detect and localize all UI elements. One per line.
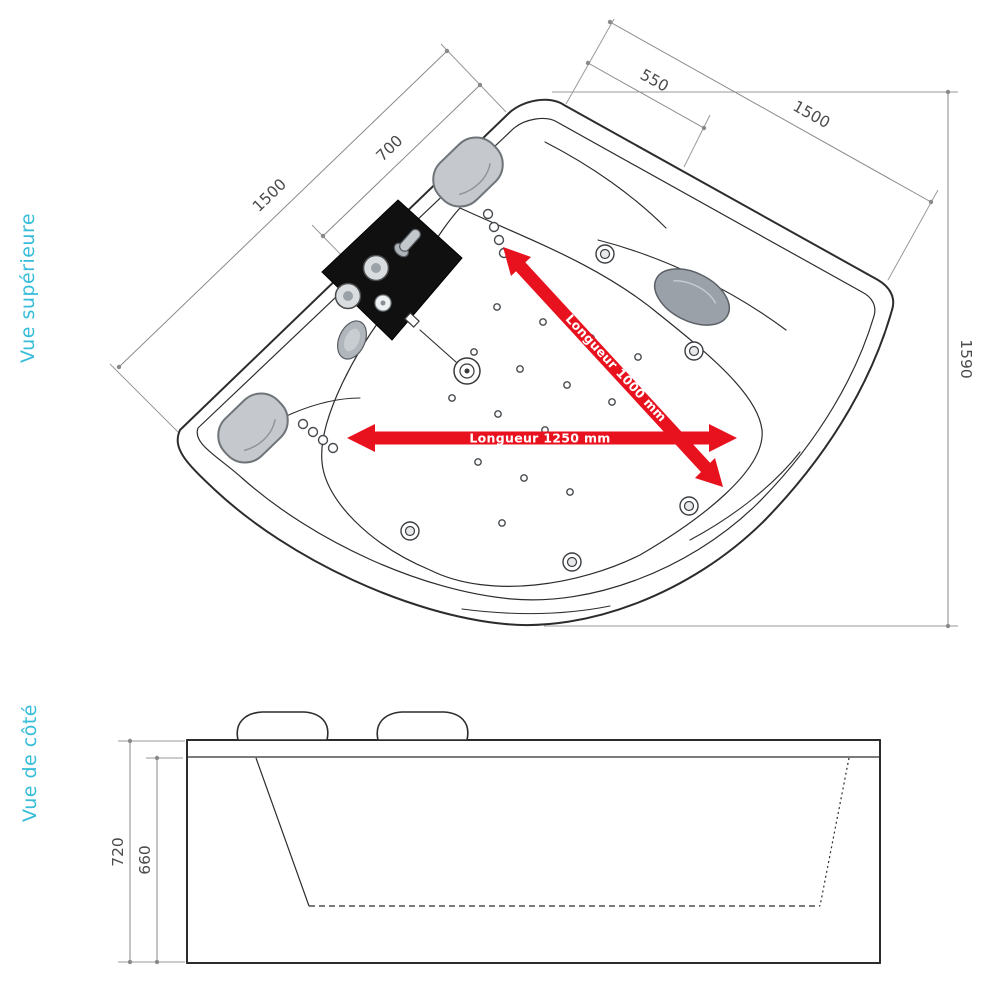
- massage-jet: [679, 496, 699, 516]
- dimension-tick: [127, 738, 133, 744]
- back-jet-hole: [482, 208, 494, 220]
- headrest-top: [432, 136, 504, 208]
- tub-side-view-drawing: [186, 711, 881, 964]
- extension-line: [565, 18, 615, 105]
- massage-jet: [562, 552, 582, 572]
- dimension-line-right-edge: [609, 21, 932, 203]
- extension-line: [683, 114, 711, 168]
- deck-curve: [544, 141, 667, 229]
- rim-step-curve: [461, 605, 611, 615]
- dimension-label-outer-height: 720: [109, 837, 127, 867]
- air-jet-hole: [608, 398, 616, 406]
- top-view: 1500 700 550 1500 1590: [109, 18, 975, 629]
- red-arrowhead: [347, 424, 375, 452]
- dimension-tick: [116, 364, 122, 370]
- dimension-line-left-edge: [118, 50, 448, 368]
- air-jet-hole: [634, 353, 642, 361]
- dimension-tick: [928, 199, 934, 205]
- dimension-tick: [444, 48, 450, 54]
- top-view-title: Vue supérieure: [17, 212, 39, 364]
- dimension-label-left-edge: 1500: [249, 175, 290, 215]
- air-jet-hole: [563, 381, 571, 389]
- massage-jet: [684, 341, 704, 361]
- back-jet-hole: [317, 434, 329, 446]
- air-jet-hole: [448, 394, 456, 402]
- red-arrowhead: [503, 247, 531, 276]
- dimension-tick: [477, 82, 483, 88]
- red-arrow-diagonal-label: Longueur 1000 mm: [563, 311, 670, 424]
- dimension-label-overall-height: 1590: [957, 339, 975, 378]
- faucet-area: [321, 199, 463, 363]
- mixer-lever: [393, 228, 421, 258]
- dimension-tick: [607, 19, 613, 25]
- dimension-tick: [945, 623, 951, 629]
- rim-step-curve: [689, 451, 801, 541]
- faucet-panel: [321, 199, 463, 341]
- side-view: 720 660: [109, 711, 881, 965]
- spout-jet: [374, 294, 392, 312]
- back-jet-hole: [488, 221, 500, 233]
- dimension-tick: [154, 959, 160, 965]
- headrest-side-profile: [376, 711, 469, 741]
- tub-top-view-drawing: [176, 98, 895, 627]
- air-jet-hole: [470, 348, 478, 356]
- basin-wall-left: [255, 757, 310, 907]
- dimension-tick: [154, 755, 160, 761]
- headrest-side-profile: [236, 711, 329, 741]
- extension-line: [887, 189, 939, 281]
- side-view-title: Vue de côté: [19, 704, 41, 822]
- extension-line: [440, 43, 507, 113]
- back-jet-hole: [307, 426, 319, 438]
- massage-jet: [400, 521, 420, 541]
- air-jet-hole: [498, 519, 506, 527]
- back-jet-hole: [493, 234, 505, 246]
- hand-shower: [337, 320, 367, 360]
- air-jet-hole: [493, 303, 501, 311]
- dimension-tick: [320, 233, 326, 239]
- dimension-line-right-partial: [587, 62, 705, 129]
- dimension-tick: [945, 89, 951, 95]
- basin-wall-right-hidden: [819, 757, 850, 907]
- tub-outer-rim: [176, 98, 895, 627]
- air-jet-hole: [539, 318, 547, 326]
- drain: [453, 357, 481, 385]
- dimension-tick: [585, 60, 591, 66]
- dimension-label-inner-height: 660: [136, 845, 154, 875]
- air-jet-hole: [494, 410, 502, 418]
- back-jet-hole: [297, 418, 309, 430]
- back-jet-hole: [327, 442, 339, 454]
- side-view-dimensions: 720 660: [109, 738, 185, 965]
- control-box: [404, 312, 420, 328]
- air-jet-hole: [474, 458, 482, 466]
- lumbar-pillow-right: [653, 268, 731, 326]
- dimension-label-right-partial: 550: [637, 66, 672, 96]
- dimension-tick: [701, 125, 707, 131]
- massage-jet: [595, 244, 615, 264]
- faucet-knob: [362, 254, 390, 282]
- dimension-line-left-partial: [322, 84, 481, 237]
- red-arrowhead: [695, 458, 723, 487]
- air-jet-hole: [516, 365, 524, 373]
- red-arrow-horizontal-label: Longueur 1250 mm: [469, 431, 610, 446]
- air-jet-hole: [520, 474, 528, 482]
- air-jet-hole: [566, 488, 574, 496]
- headrest-left: [217, 392, 289, 464]
- tub-inner-rim: [196, 117, 876, 601]
- red-arrowhead: [709, 424, 737, 452]
- extension-line: [109, 363, 179, 433]
- drain-linkage-line: [419, 329, 457, 363]
- dimension-tick: [127, 959, 133, 965]
- faucet-knob: [334, 282, 362, 310]
